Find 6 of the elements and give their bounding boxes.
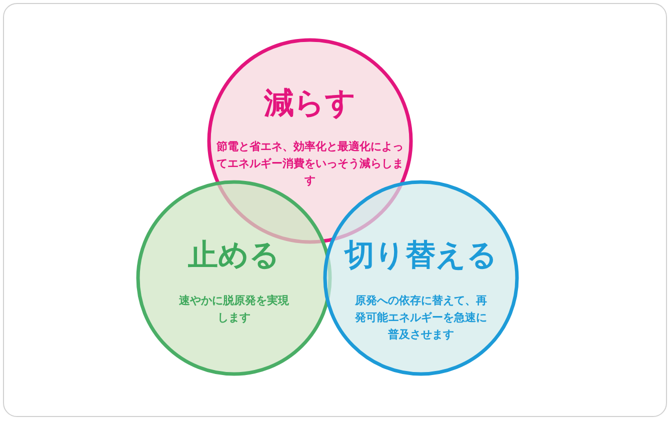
circle-heading: 減らす [264, 85, 356, 123]
circle-description: 節電と省エネ、効率化と最適化によってエネルギー消費をいっそう減らします [216, 139, 404, 189]
circle-heading: 切り替える [344, 237, 498, 275]
circle-description: 原発への依存に替えて、再発可能エネルギーを急速に普及させます [354, 293, 488, 343]
circle-description: 速やかに脱原発を実現します [178, 293, 290, 326]
circle-heading: 止める [188, 237, 280, 275]
